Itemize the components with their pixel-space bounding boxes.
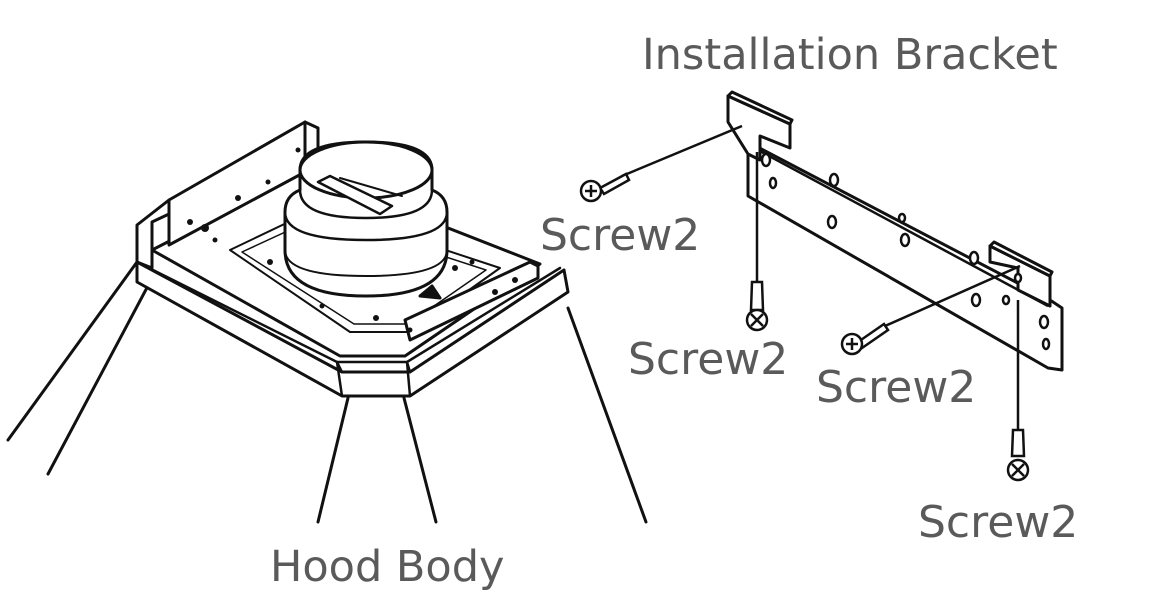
hood-top-frame-corner: [335, 360, 412, 398]
screw-4-head-icon: [1006, 458, 1030, 482]
screw-1: [579, 124, 743, 203]
screw-4: [1006, 300, 1030, 482]
hood-chimney-edges: [6, 260, 648, 524]
hood-holes: [187, 147, 518, 333]
hood-front-upright: [403, 260, 540, 342]
screw-1-head-icon: [579, 179, 603, 203]
screws: [579, 124, 1030, 482]
bracket-right-tab-top: [988, 240, 1054, 278]
screw-2: [745, 152, 769, 332]
screw-2-label: Screw2: [628, 334, 789, 385]
screw-1-label: Screw2: [540, 210, 701, 261]
bracket-plate-edge: [757, 148, 1049, 308]
hood-body: [6, 120, 648, 524]
bracket-holes: [760, 152, 1051, 351]
screw-2-head-icon: [745, 308, 769, 332]
installation-bracket: [726, 90, 1064, 372]
hood-top-frame-face: [135, 260, 562, 364]
bracket-left-tab: [726, 94, 792, 162]
installation-bracket-label: Installation Bracket: [642, 30, 1058, 80]
screw-3: [840, 264, 1021, 356]
hood-top-frame: [135, 260, 570, 398]
bracket-left-tab-top: [726, 90, 794, 126]
screw-3-label: Screw2: [816, 362, 977, 413]
screw-4-label: Screw2: [918, 497, 1079, 548]
hood-body-label: Hood Body: [270, 542, 505, 592]
screw-3-head-icon: [840, 332, 864, 356]
hood-duct-collar: [283, 140, 449, 300]
